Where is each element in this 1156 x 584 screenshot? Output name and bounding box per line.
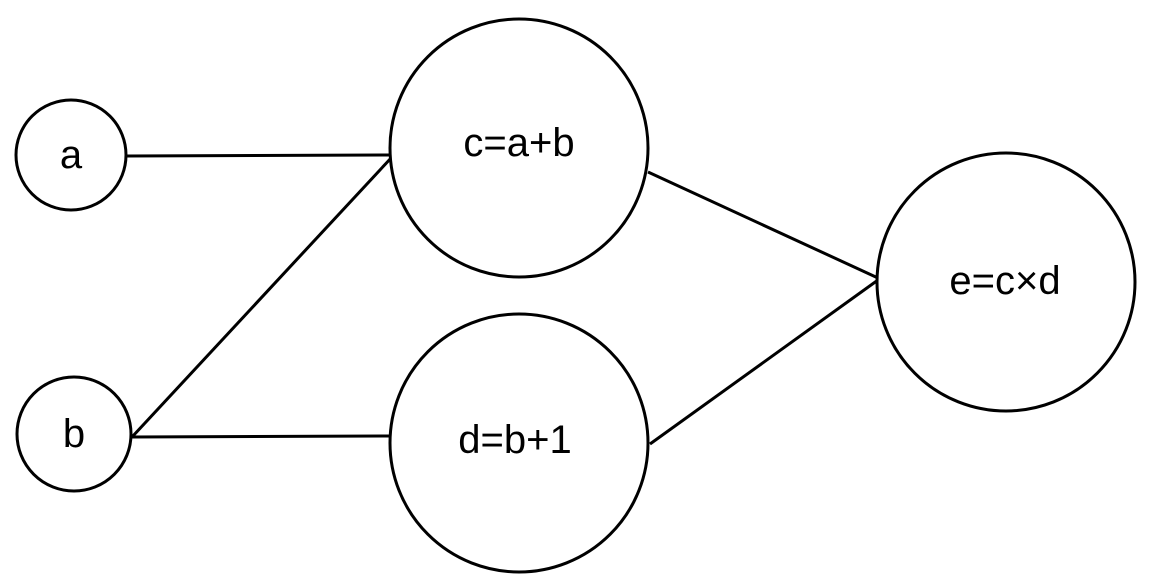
- node-d: d=b+1: [388, 312, 650, 574]
- edges: [125, 153, 879, 446]
- node-c: c=a+b: [388, 17, 650, 279]
- node-e-circle: [875, 151, 1137, 413]
- node-b-label: b: [63, 412, 85, 456]
- edge-b-c: [130, 155, 394, 439]
- node-d-circle: [388, 312, 650, 574]
- node-a: a: [14, 98, 128, 212]
- edge-d-e: [649, 278, 879, 446]
- node-a-circle: [14, 98, 128, 212]
- node-c-label: c=a+b: [463, 121, 574, 165]
- node-a-label: a: [60, 133, 83, 177]
- node-b-circle: [15, 375, 133, 493]
- edge-b-d: [131, 434, 393, 439]
- node-d-label: d=b+1: [458, 418, 571, 462]
- node-b: b: [15, 375, 133, 493]
- node-c-circle: [388, 17, 650, 279]
- node-e-label: e=c×d: [949, 259, 1060, 303]
- edge-a-c: [125, 153, 393, 158]
- edge-c-e: [647, 170, 879, 280]
- node-e: e=c×d: [875, 151, 1137, 413]
